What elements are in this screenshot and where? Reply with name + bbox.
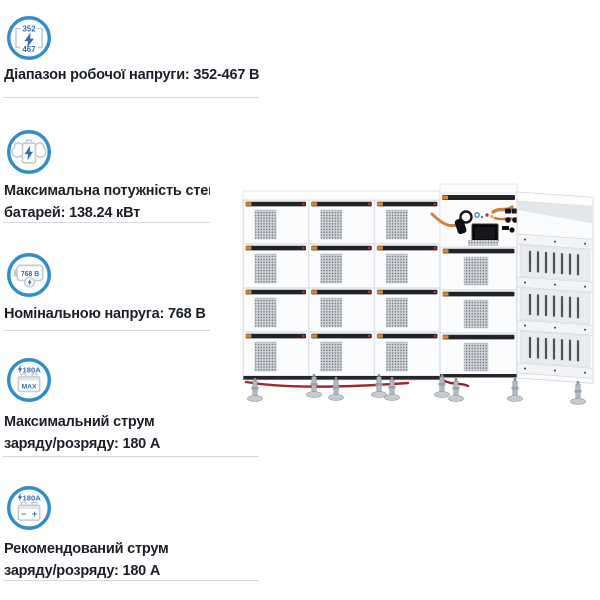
lightning-bolt-icon bbox=[24, 32, 34, 48]
lightning-bolt-icon bbox=[17, 492, 23, 502]
battery-top-band bbox=[19, 506, 39, 509]
spec-text-stack-power: Максимальна потужність стеку батарей: 13… bbox=[4, 180, 223, 224]
spec-line: батарей: 138.24 кВт bbox=[4, 205, 141, 221]
lightning-bolt-icon bbox=[24, 145, 34, 161]
spec-line: Номінальною напруга: 768 В bbox=[4, 306, 206, 322]
divider bbox=[3, 222, 259, 223]
spec-line: заряду/розряду: 180 А bbox=[4, 563, 161, 579]
recommended-current-icon: 180A − + bbox=[6, 485, 52, 531]
spec-text-max-current: Максимальний струм заряду/розряду: 180 А bbox=[4, 411, 160, 455]
nominal-voltage-icon: 768 В bbox=[6, 252, 52, 298]
lightning-bolt-icon bbox=[27, 278, 32, 286]
battery-cabinet-image bbox=[210, 160, 600, 410]
icon-value-top: 352 bbox=[22, 24, 36, 33]
bracket-left bbox=[15, 27, 21, 49]
spec-line: Максимальна потужність стеку bbox=[4, 183, 224, 199]
lightning-bolt-icon bbox=[17, 364, 23, 374]
spec-text-recommended-current: Рекомендований струм заряду/розряду: 180… bbox=[4, 538, 169, 582]
cabinet-top-cover bbox=[242, 190, 441, 201]
spec-line: Максимальний струм bbox=[4, 414, 155, 430]
battery-body bbox=[17, 504, 41, 521]
spec-line: заряду/розряду: 180 А bbox=[4, 436, 161, 452]
spec-text-nominal-voltage: Номінальною напруга: 768 В bbox=[4, 303, 206, 325]
indicator-yellow bbox=[490, 215, 494, 218]
battery-body bbox=[17, 376, 41, 393]
red-cable bbox=[244, 380, 410, 388]
icon-minus-label: − bbox=[21, 509, 26, 519]
bracket-right bbox=[37, 27, 43, 49]
plug-connector bbox=[454, 218, 467, 235]
spec-line: Рекомендований струм bbox=[4, 541, 169, 557]
battery-top-band bbox=[19, 377, 39, 381]
divider bbox=[3, 580, 259, 581]
muscle-arms-icon bbox=[11, 142, 47, 158]
indicator-blue bbox=[474, 212, 480, 218]
divider bbox=[3, 330, 259, 331]
max-current-icon: 180A MAX bbox=[6, 357, 52, 403]
icon-plus-label: + bbox=[32, 509, 37, 519]
power-dial bbox=[459, 210, 473, 224]
icon-current-value: 180A bbox=[22, 365, 41, 374]
control-panel bbox=[430, 192, 518, 248]
spec-text-voltage-range: Діапазон робочої напруги: 352-467 В bbox=[4, 64, 259, 86]
battery-module-grid bbox=[242, 199, 441, 381]
orange-cable bbox=[491, 205, 514, 214]
stack-power-icon bbox=[6, 129, 52, 175]
indicator-red bbox=[485, 213, 489, 217]
icon-max-label: MAX bbox=[22, 384, 37, 391]
icon-current-value: 180A bbox=[22, 493, 41, 502]
spec-line: Діапазон робочої напруги: 352-467 В bbox=[4, 67, 260, 83]
voltage-range-icon: 352 467 bbox=[6, 15, 52, 61]
open-rack bbox=[516, 191, 594, 384]
divider bbox=[3, 97, 259, 98]
divider bbox=[3, 456, 259, 457]
icon-value-bottom: 467 bbox=[22, 45, 36, 54]
icon-voltage-value: 768 В bbox=[21, 271, 39, 278]
